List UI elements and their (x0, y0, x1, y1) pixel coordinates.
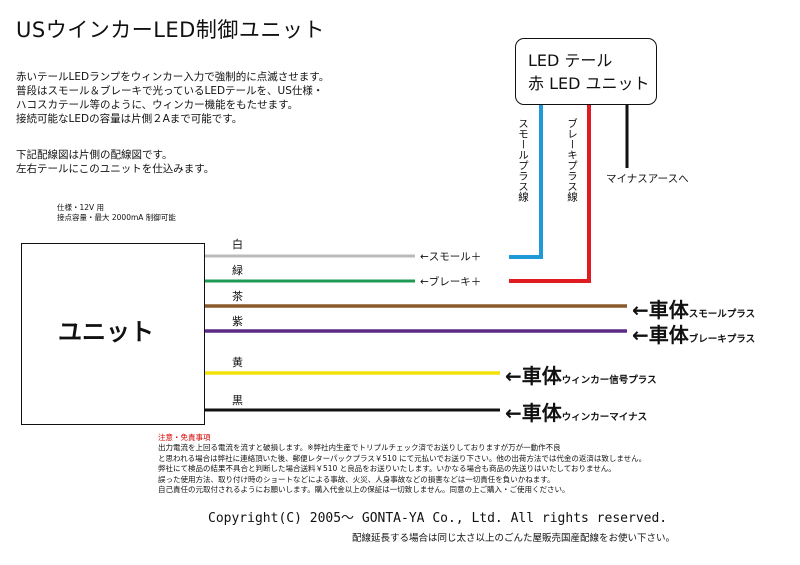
description-line: ハコスカテール等のように、ウィンカー機能をもたせます。 (16, 99, 299, 111)
wire-color-label-green: 緑 (232, 264, 243, 277)
wire-color-label-purple: 紫 (232, 315, 243, 328)
car-sub-label: ブレーキプラス (688, 334, 756, 345)
description-line: 普段はスモール＆ブレーキで光っているLEDテールを、US仕様・ (16, 85, 324, 97)
copyright: Copyright(C) 2005～ GONTA-YA Co., Ltd. Al… (208, 511, 668, 526)
brake-plus-end-label: ←ブレーキ＋ (420, 276, 482, 288)
car-small-plus-label: ←車体スモールプラス (632, 294, 755, 323)
led-tail-unit-box (515, 38, 657, 105)
description-line: 下記配線図は片側の配線図です。 (16, 149, 173, 161)
car-sub-label: ウィンカー信号プラス (561, 375, 657, 386)
spec-line: 接点容量・最大 2000mA 制御可能 (57, 213, 176, 222)
brake-plus-line-label: ブレーキプラス線 (566, 118, 578, 202)
page-title: USウインカーLED制御ユニット (16, 18, 325, 42)
control-unit-label: ユニット (58, 318, 154, 346)
control-unit-box (21, 243, 205, 425)
notice-line: 弊社にて検品の結果不具合と判断した場合送料￥510 と良品をお送りいたします。い… (158, 464, 616, 474)
wire-color-label-yellow: 黄 (232, 356, 243, 369)
small-plus-line-label: スモールプラス線 (517, 118, 529, 202)
footer-note: 配線延長する場合は同じ太さ以上のごんた屋販売国産配線をお使い下さい。 (352, 533, 676, 544)
notice-line: 誤った使用方法、取り付け時のショートなどによる事故、火災、人身事故などの損害など… (158, 474, 555, 484)
spec: 仕様・12V 用 接点容量・最大 2000mA 制御可能 (57, 203, 176, 223)
car-sub-label: スモールプラス (688, 309, 756, 320)
wire-color-label-white: 白 (232, 238, 243, 251)
led-unit-line: 赤 LED ユニット (528, 74, 650, 93)
wire-color-label-brown: 茶 (232, 290, 243, 303)
car-main-label: ←車体 (632, 298, 689, 322)
description-line: 左右テールにこのユニットを仕込みます。 (16, 163, 215, 175)
notice-title: 注意・免責事項 (158, 433, 211, 442)
wire-color-label-black: 黒 (232, 394, 243, 407)
small-plus-end-label: ←スモール＋ (420, 251, 482, 263)
description-line: 赤いテールLEDランプをウィンカー入力で強制的に点滅させます。 (16, 71, 330, 83)
car-main-label: ←車体 (632, 323, 689, 347)
notice-text: 出力電流を上回る電流を流すと破損します。※弊社内生産でトリプルチェック済でお送り… (158, 443, 646, 496)
car-brake-plus-label: ←車体ブレーキプラス (632, 319, 755, 348)
spec-line: 仕様・12V 用 (57, 203, 105, 212)
led-unit-line: LED テール (528, 51, 613, 70)
notice-line: と思われる場合は弊社に連絡頂いた後、郵便レターパックプラス￥510 にて元払いで… (158, 453, 647, 463)
description-line: 接続可能なLEDの容量は片側２Aまで可能です。 (16, 113, 243, 125)
car-winker-plus-label: ←車体ウィンカー信号プラス (505, 360, 657, 389)
car-main-label: ←車体 (505, 401, 562, 425)
description-wiring: 下記配線図は片側の配線図です。 左右テールにこのユニットを仕込みます。 (16, 148, 214, 176)
description: 赤いテールLEDランプをウィンカー入力で強制的に点滅させます。 普段はスモール＆… (16, 70, 329, 126)
notice-line: 自己責任の元取付されるようにお願いします。購入代金以上の保証は一切致しません。同… (158, 485, 570, 495)
car-sub-label: ウィンカーマイナス (561, 412, 648, 423)
minus-earth-label: マイナスアースへ (606, 173, 689, 185)
car-main-label: ←車体 (505, 364, 562, 388)
notice-line: 出力電流を上回る電流を流すと破損します。※弊社内生産でトリプルチェック済でお送り… (158, 443, 561, 452)
car-winker-minus-label: ←車体ウィンカーマイナス (505, 397, 647, 426)
